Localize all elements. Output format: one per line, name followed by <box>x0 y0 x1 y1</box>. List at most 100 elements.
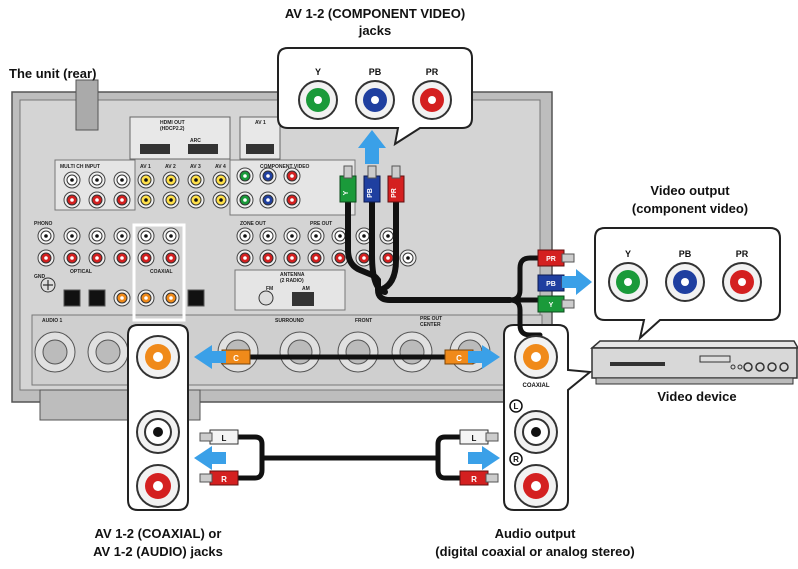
jack-y-unit <box>298 80 338 120</box>
svg-text:Y: Y <box>549 302 554 309</box>
label-coaxial-device: COAXIAL <box>523 383 550 389</box>
panel-jack-pin <box>120 178 124 182</box>
panel-jack-pin <box>120 296 124 300</box>
svg-text:C: C <box>456 354 462 363</box>
panel-optical-port <box>63 289 81 307</box>
panel-optical-port <box>88 289 106 307</box>
jack-pb-unit <box>355 80 395 120</box>
panel-jack-pin <box>120 198 124 202</box>
plug-pr-horizontal: PR <box>537 249 575 267</box>
svg-text:HDMI OUT: HDMI OUT <box>160 120 185 126</box>
label-component-jacks-line2: jacks <box>358 23 392 38</box>
svg-text:L: L <box>222 434 227 443</box>
panel-jack-pin <box>266 198 270 202</box>
panel-optical-port <box>187 289 205 307</box>
svg-text:AV 4: AV 4 <box>215 164 226 170</box>
panel-jack-pin <box>95 178 99 182</box>
r-circle-marker: R <box>509 452 523 466</box>
panel-jack-pin <box>144 178 148 182</box>
panel-jack-pin <box>243 234 247 238</box>
panel-jack-pin <box>386 234 390 238</box>
panel-jack-pin <box>243 256 247 260</box>
label-y-unit: Y <box>315 67 321 77</box>
label-coax-jacks-line1: AV 1-2 (COAXIAL) or <box>94 526 222 541</box>
jack-pb-device <box>665 262 705 302</box>
svg-text:PHONO: PHONO <box>34 221 52 227</box>
panel-jack-pin <box>70 178 74 182</box>
panel-jack-pin <box>338 234 342 238</box>
jack-audio-r-unit <box>136 464 180 508</box>
panel-jack-pin <box>44 256 48 260</box>
svg-text:ANTENNA: ANTENNA <box>280 272 305 278</box>
l-circle-marker: L <box>509 399 523 413</box>
panel-jack-pin <box>219 178 223 182</box>
jack-pr-unit <box>412 80 452 120</box>
panel-jack-pin <box>95 256 99 260</box>
svg-text:CENTER: CENTER <box>420 322 441 328</box>
svg-text:PB: PB <box>546 281 556 288</box>
fm-terminal <box>258 290 274 306</box>
component-cable <box>345 197 543 338</box>
panel-jack-pin <box>169 234 173 238</box>
plug-r-left: R <box>199 470 239 486</box>
panel-jack-pin <box>243 174 247 178</box>
svg-text:PRE OUT: PRE OUT <box>420 316 442 322</box>
panel-jack-pin <box>290 256 294 260</box>
svg-text:ZONE OUT: ZONE OUT <box>240 221 266 227</box>
analog-cable <box>238 434 460 481</box>
svg-text:(HDCP2.2): (HDCP2.2) <box>160 126 185 132</box>
label-y-device: Y <box>625 249 631 259</box>
panel-jack-pin <box>169 178 173 182</box>
svg-text:PRE OUT: PRE OUT <box>310 221 332 227</box>
panel-jack-pin <box>362 234 366 238</box>
panel-jack-pin <box>290 174 294 178</box>
panel-jack-pin <box>169 198 173 202</box>
panel-jack-pin <box>70 234 74 238</box>
svg-text:L: L <box>472 434 477 443</box>
panel-jack-pin <box>314 256 318 260</box>
svg-text:AV 1: AV 1 <box>255 120 266 126</box>
panel-jack-pin <box>95 198 99 202</box>
panel-jack-pin <box>266 234 270 238</box>
svg-text:AV 1: AV 1 <box>140 164 151 170</box>
svg-text:OPTICAL: OPTICAL <box>70 269 92 275</box>
plug-l-left: L <box>199 429 239 445</box>
panel-jack-pin <box>386 256 390 260</box>
svg-text:L: L <box>514 402 519 411</box>
panel-jack-pin <box>144 296 148 300</box>
label-component-jacks-line1: AV 1-2 (COMPONENT VIDEO) <box>284 6 466 21</box>
svg-text:FM: FM <box>266 286 273 292</box>
plug-r-right: R <box>459 470 499 486</box>
video-device <box>590 340 798 385</box>
svg-text:R: R <box>221 475 227 484</box>
label-pb-unit: PB <box>369 67 382 77</box>
label-pb-device: PB <box>679 249 692 259</box>
label-video-device: Video device <box>657 389 737 404</box>
svg-text:MULTI CH INPUT: MULTI CH INPUT <box>60 164 100 170</box>
panel-jack-pin <box>406 256 410 260</box>
panel-jack-pin <box>266 256 270 260</box>
panel-jack-pin <box>243 198 247 202</box>
svg-text:AV 3: AV 3 <box>190 164 201 170</box>
svg-text:AM: AM <box>302 286 310 292</box>
panel-jack-pin <box>194 178 198 182</box>
panel-jack-pin <box>362 256 366 260</box>
label-unit-rear: The unit (rear) <box>9 66 97 81</box>
jack-audio-l-unit <box>136 410 180 454</box>
panel-jack-pin <box>169 256 173 260</box>
panel-jack-pin <box>290 198 294 202</box>
panel-jack-pin <box>338 256 342 260</box>
svg-text:C: C <box>233 354 239 363</box>
svg-text:Y: Y <box>343 190 350 195</box>
label-component-jacks: AV 1-2 (COMPONENT VIDEO) jacks <box>265 5 485 39</box>
svg-text:ARC: ARC <box>190 138 201 144</box>
svg-text:GND: GND <box>34 274 46 280</box>
plug-y-horizontal: Y <box>537 295 575 313</box>
panel-jack-pin <box>70 256 74 260</box>
label-audio-output-line2: (digital coaxial or analog stereo) <box>435 544 635 559</box>
plug-pb-vertical: PB <box>363 165 381 203</box>
plug-pr-vertical: PR <box>387 165 405 203</box>
jack-coaxial-device <box>514 335 558 379</box>
label-coax-jacks-line2: AV 1-2 (AUDIO) jacks <box>93 544 223 559</box>
